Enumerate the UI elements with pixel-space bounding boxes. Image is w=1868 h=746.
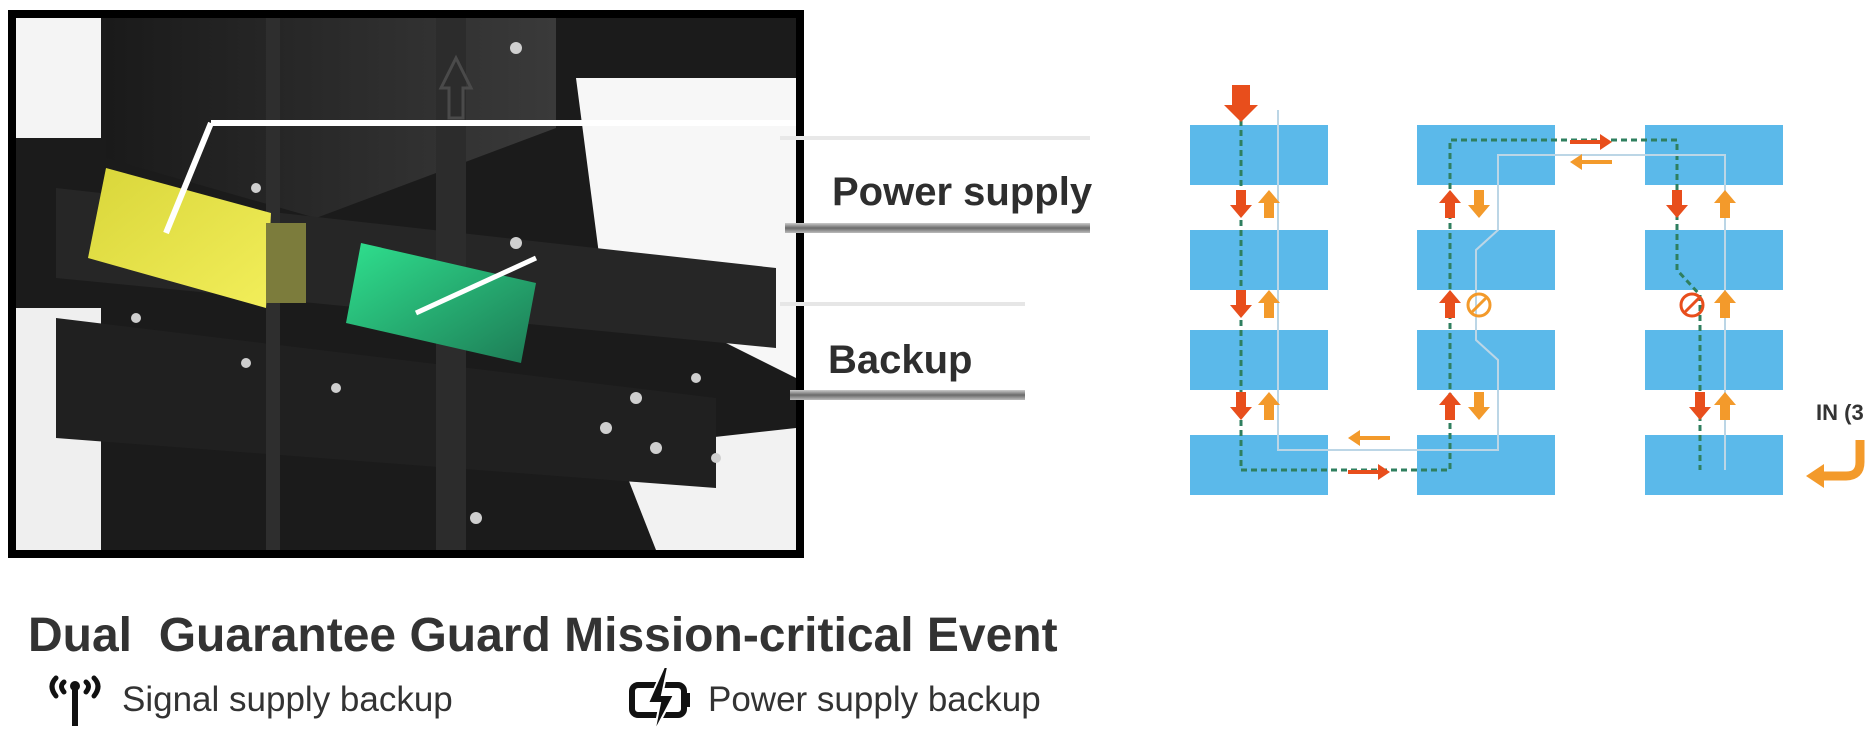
input-arrow-icon	[1224, 85, 1258, 122]
column-3-arrows	[1666, 190, 1736, 420]
cabinet-illustration	[16, 18, 796, 550]
power-bolt-icon	[629, 666, 690, 734]
product-photo	[8, 10, 804, 558]
module-column-3	[1645, 125, 1783, 495]
antenna-icon	[49, 675, 101, 726]
column-1-arrows	[1230, 190, 1280, 420]
module-column-2	[1417, 125, 1555, 495]
input-label: IN (3	[1816, 400, 1864, 425]
page-title: Dual Guarantee Guard Mission-critical Ev…	[28, 609, 1058, 662]
feature-signal-backup: Signal supply backup	[44, 670, 453, 730]
power-supply-label: Power supply	[832, 170, 1093, 214]
feature-signal-label: Signal supply backup	[122, 680, 453, 719]
callout-bars	[780, 136, 1090, 400]
signal-flow-diagram: IN (3	[1180, 80, 1868, 500]
top-link-arrows	[1570, 134, 1612, 170]
backup-label: Backup	[828, 338, 973, 382]
column-2-arrows	[1439, 190, 1492, 420]
feature-power-backup: Power supply backup	[628, 666, 1041, 734]
module-column-1	[1190, 125, 1328, 495]
bottom-link-arrows	[1348, 430, 1390, 480]
input-in-arrow-icon	[1820, 440, 1865, 481]
feature-power-label: Power supply backup	[708, 680, 1041, 719]
